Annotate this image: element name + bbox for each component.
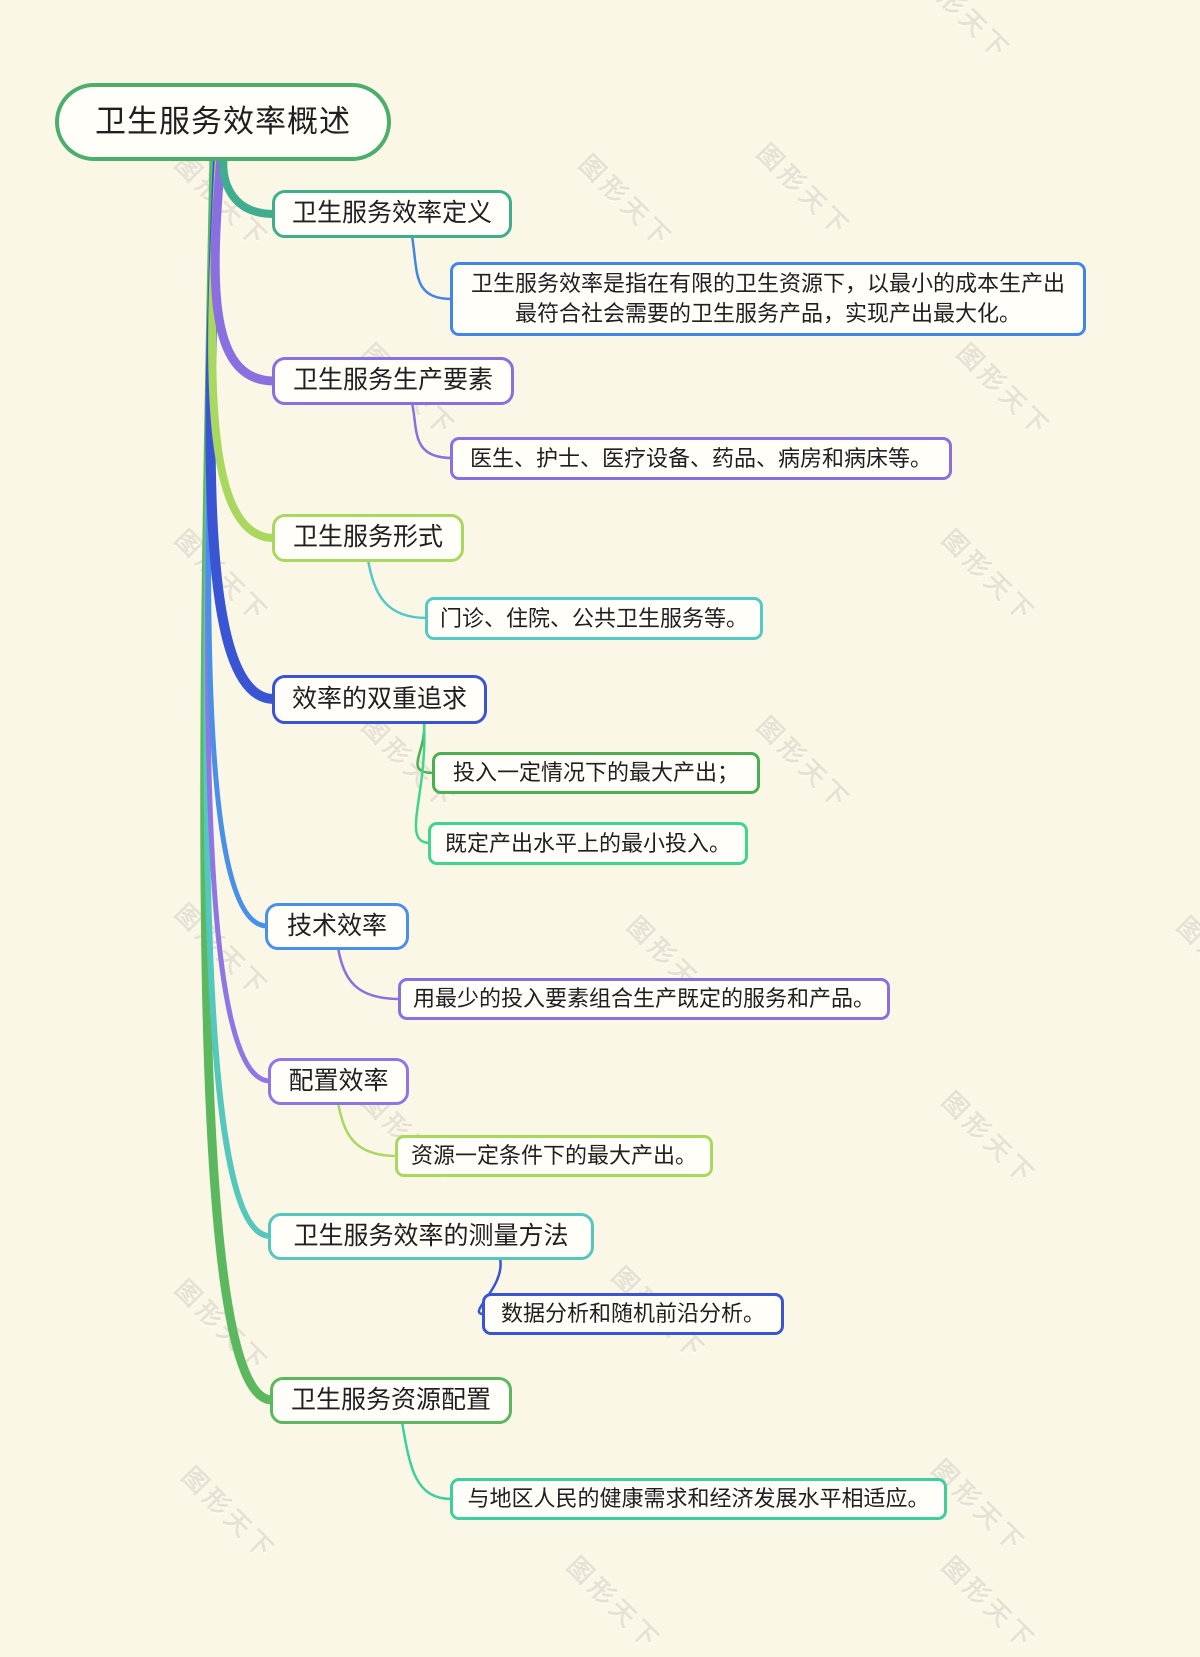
leaf-node-technical-efficiency-detail[interactable]: 用最少的投入要素组合生产既定的服务和产品。 <box>398 978 890 1020</box>
branch-node-definition[interactable]: 卫生服务效率定义 <box>272 190 512 238</box>
connector-dual-pursuit-to-detail-2 <box>414 720 432 845</box>
branch-node-service-forms[interactable]: 卫生服务形式 <box>272 514 464 562</box>
connector-resource-allocation-to-detail <box>400 1420 454 1501</box>
branch-node-resource-allocation[interactable]: 卫生服务资源配置 <box>270 1377 512 1424</box>
branch-node-dual-pursuit[interactable]: 效率的双重追求 <box>272 675 487 724</box>
leaf-node-allocation-efficiency-detail[interactable]: 资源一定条件下的最大产出。 <box>395 1135 713 1177</box>
leaf-node-definition-detail[interactable]: 卫生服务效率是指在有限的卫生资源下，以最小的成本生产出最符合社会需要的卫生服务产… <box>450 262 1086 336</box>
connector-allocation-efficiency-to-detail <box>336 1101 399 1158</box>
leaf-node-production-factors-detail[interactable]: 医生、护士、医疗设备、药品、病房和病床等。 <box>450 437 952 480</box>
connector-root-to-production-factors <box>210 150 279 386</box>
leaf-node-resource-allocation-detail[interactable]: 与地区人民的健康需求和经济发展水平相适应。 <box>450 1478 947 1520</box>
leaf-node-dual-pursuit-detail-2[interactable]: 既定产出水平上的最小投入。 <box>428 822 748 865</box>
branch-node-production-factors[interactable]: 卫生服务生产要素 <box>272 357 514 405</box>
leaf-node-measurement-methods-detail[interactable]: 数据分析和随机前沿分析。 <box>482 1293 784 1335</box>
leaf-node-dual-pursuit-detail-1[interactable]: 投入一定情况下的最大产出； <box>432 752 760 794</box>
leaf-node-service-forms-detail[interactable]: 门诊、住院、公共卫生服务等。 <box>425 597 763 640</box>
connector-service-forms-to-detail <box>366 558 429 620</box>
connector-production-factors-to-detail <box>410 401 454 460</box>
branch-node-allocation-efficiency[interactable]: 配置效率 <box>268 1058 409 1105</box>
branch-node-technical-efficiency[interactable]: 技术效率 <box>265 903 409 950</box>
connector-technical-efficiency-to-detail <box>336 946 402 1001</box>
root-node[interactable]: 卫生服务效率概述 <box>55 83 391 161</box>
branch-node-measurement-methods[interactable]: 卫生服务效率的测量方法 <box>268 1213 594 1260</box>
connector-definition-to-detail <box>410 234 454 301</box>
connector-root-to-definition <box>219 149 278 218</box>
